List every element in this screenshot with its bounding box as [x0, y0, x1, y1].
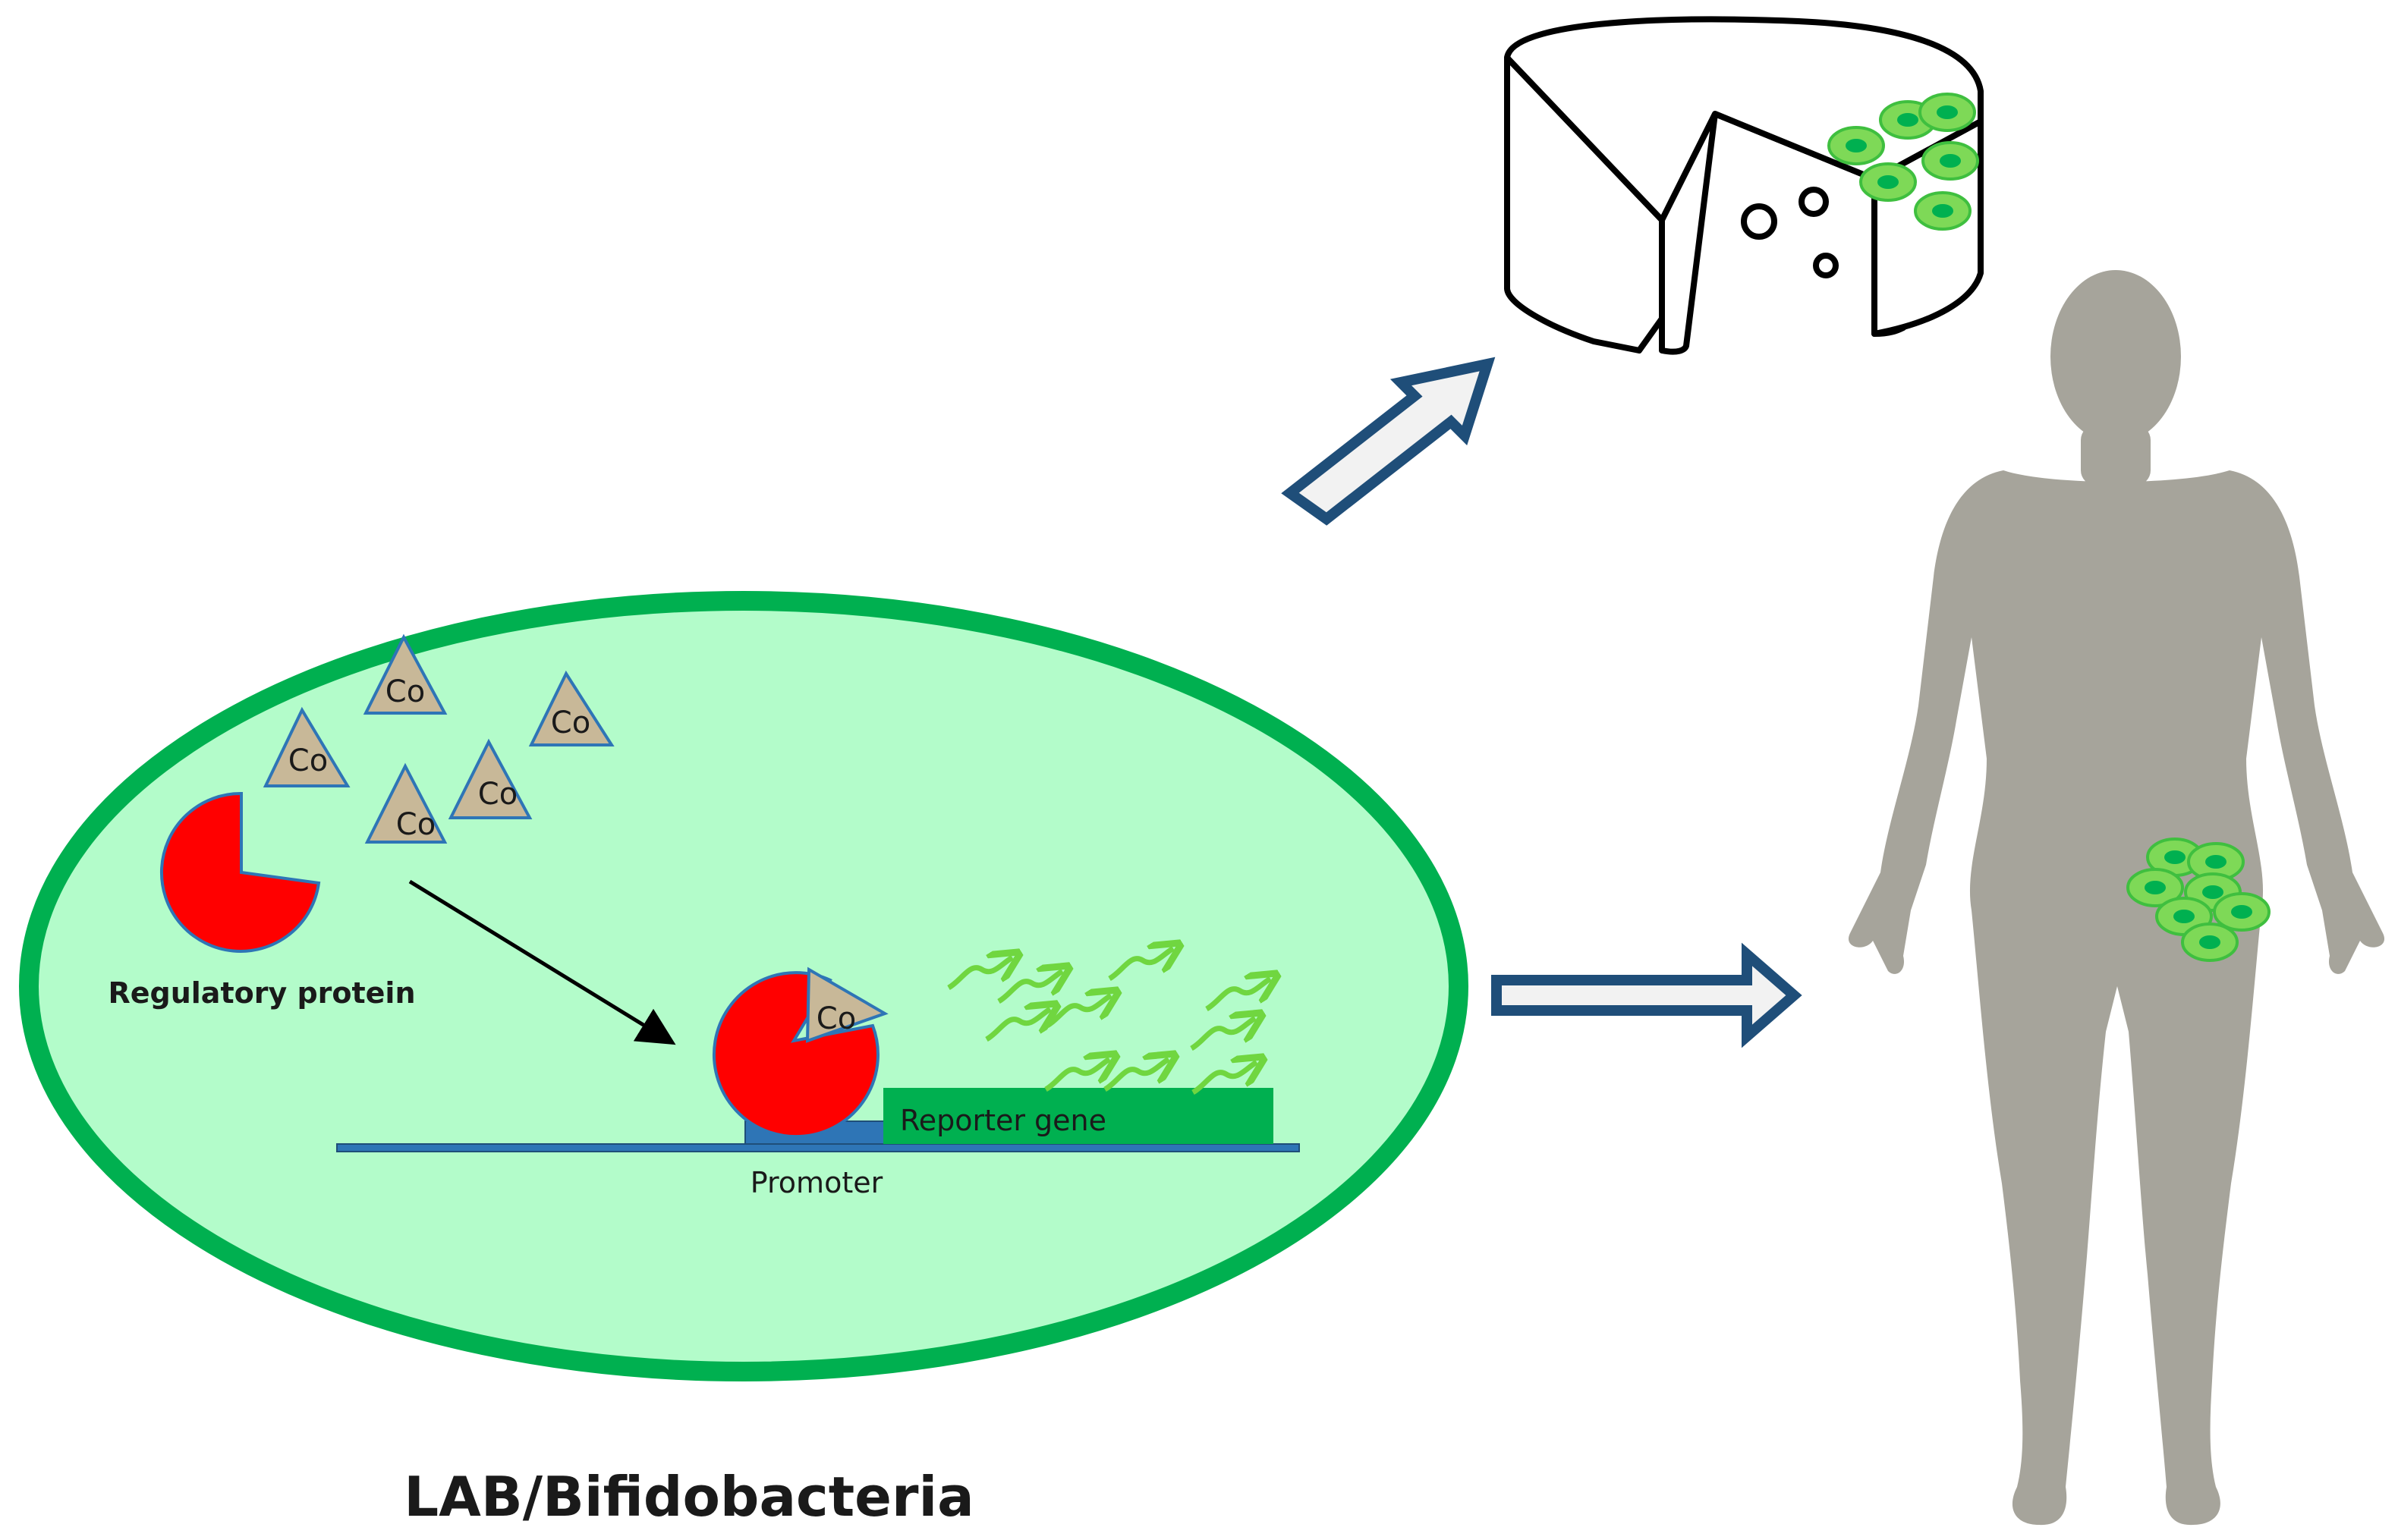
dna-strand	[336, 1143, 1300, 1152]
cofactor-molecule: Co	[364, 762, 448, 844]
reporter-gene	[883, 1088, 1273, 1144]
cofactor-molecule: Co	[363, 633, 448, 715]
regulatory-protein	[159, 791, 321, 953]
cofactor-label: Co	[386, 674, 425, 709]
cofactor-label: Co	[478, 777, 518, 812]
cofactor-label: Co	[396, 807, 436, 842]
cofactor-label: Co	[288, 743, 328, 778]
cofactor-molecule: Co	[528, 670, 615, 746]
arrow-to-human	[1491, 942, 1802, 1048]
human-silhouette-icon	[1848, 270, 2385, 1526]
cofactor-molecule: Co	[263, 706, 351, 787]
regulatory-protein-label: Regulatory protein	[108, 976, 415, 1010]
bacterial-cell	[19, 591, 1468, 1381]
promoter-label: Promoter	[751, 1166, 883, 1199]
regulatory-protein-bound	[712, 971, 880, 1139]
cofactor-molecule-bound: Co	[805, 966, 889, 1043]
cofactor-molecule: Co	[448, 738, 533, 819]
cofactor-label: Co	[551, 706, 590, 740]
arrow-to-cheese	[1281, 357, 1496, 526]
binding-arrow	[408, 879, 676, 1045]
cofactor-label: Co	[817, 1001, 856, 1036]
organism-label: LAB/Bifidobacteria	[404, 1465, 974, 1529]
reporter-gene-label: Reporter gene	[900, 1104, 1106, 1137]
